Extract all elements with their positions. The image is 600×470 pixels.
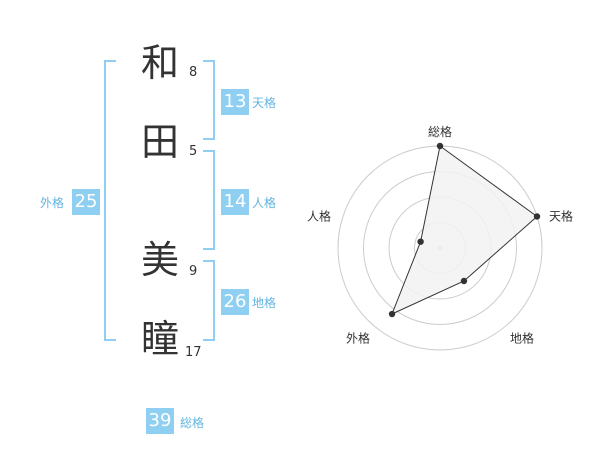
name-char-2: 田 [140,120,179,164]
tenkaku-label: 天格 [252,96,277,110]
jinkaku-bracket [203,150,215,250]
chikaku-value: 26 [221,289,249,315]
radar-axis-label-5: 人格 [307,208,331,223]
soukaku-label: 総格 [180,416,205,430]
radar-axis-label-4: 外格 [346,331,370,346]
jinkaku-value: 14 [221,189,249,215]
radar-series-area [391,145,538,315]
stroke-count-3: 9 [189,264,198,279]
name-char-1: 和 [140,41,179,85]
radar-point-5 [417,238,424,245]
stroke-count-1: 8 [189,65,198,80]
radar-point-3 [460,277,468,285]
tenkaku-value: 13 [221,89,249,115]
radar-axis-label-3: 地格 [510,331,534,346]
chikaku-bracket [203,260,215,341]
name-char-3: 美 [140,238,179,282]
radar-point-4 [388,310,396,318]
radar-axis-label-1: 総格 [428,124,452,139]
radar-axis-label-2: 天格 [549,208,573,223]
radar-point-1 [436,142,444,150]
name-char-4: 瞳 [140,317,179,361]
chikaku-label: 地格 [252,296,277,310]
soukaku-value: 39 [146,408,174,434]
gaikaku-label: 外格 [40,196,65,210]
gaikaku-value: 25 [72,189,100,215]
gaikaku-bracket [104,60,116,341]
radar-point-2 [533,213,541,220]
jinkaku-label: 人格 [252,196,277,210]
stroke-count-4: 17 [185,345,202,360]
tenkaku-bracket [203,60,215,140]
stroke-count-2: 5 [189,144,198,159]
